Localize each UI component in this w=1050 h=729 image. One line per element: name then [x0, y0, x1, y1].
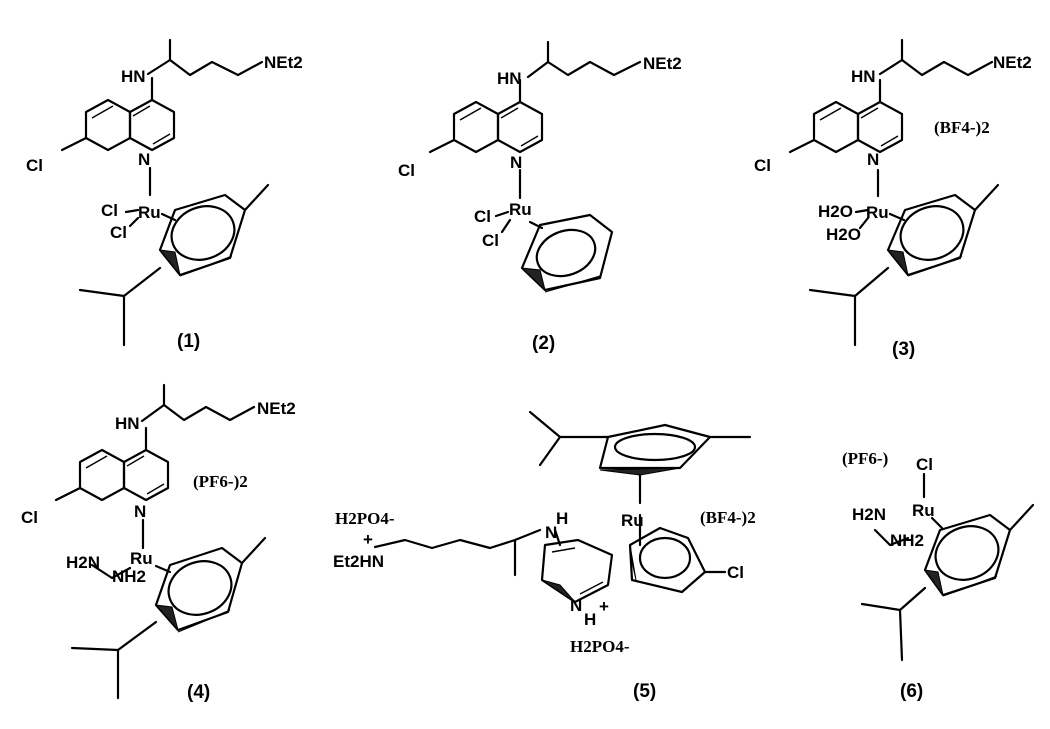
- amine-label: NEt2: [257, 399, 296, 418]
- l-a-label: H2O: [818, 202, 853, 221]
- compound-6: Cl Ru H2N NH2 (PF6-) (6): [842, 449, 1035, 702]
- ru-label: Ru: [509, 200, 532, 219]
- cl-label: Cl: [727, 563, 744, 582]
- compound-label: (3): [892, 339, 915, 360]
- cl-label: Cl: [398, 161, 415, 180]
- ru-label: Ru: [138, 203, 161, 222]
- amine-label: NEt2: [993, 53, 1032, 72]
- amine-label: Et2HN: [333, 552, 384, 571]
- pyridine-h-label: H: [584, 610, 596, 629]
- counterion-label: (PF6-): [842, 449, 888, 468]
- cl-b-label: Cl: [482, 231, 499, 250]
- l-a-label: H2N: [66, 553, 100, 572]
- cl-a-label: Cl: [474, 207, 491, 226]
- compound-label: (4): [187, 682, 210, 703]
- ru-label: Ru: [866, 203, 889, 222]
- hn-label: HN: [851, 67, 876, 86]
- compound-4: HN NEt2 Cl N Ru H2N NH2 (PF6-)2 (4): [21, 383, 296, 703]
- compound-1: HN NEt2 Cl N Ru Cl Cl (1): [26, 38, 303, 352]
- compound-5: Ru H N N H + + Et2HN Cl H2PO4- H2PO4- (B…: [333, 410, 756, 702]
- n-label: N: [138, 150, 150, 169]
- l-b-label: NH2: [112, 567, 146, 586]
- cl-label: Cl: [916, 455, 933, 474]
- pyridine-n-label: N: [570, 596, 582, 615]
- compound-label: (2): [532, 333, 555, 354]
- ring-plus-label: +: [599, 597, 609, 616]
- nh-n-label: N: [545, 523, 557, 542]
- counterion-label: (PF6-)2: [193, 472, 248, 491]
- compound-2: HN NEt2 Cl N Ru Cl Cl (2): [398, 40, 682, 354]
- amine-label: NEt2: [643, 54, 682, 73]
- n-label: N: [867, 150, 879, 169]
- l-b-label: NH2: [890, 531, 924, 550]
- l-a-label: H2N: [852, 505, 886, 524]
- ru-label: Ru: [912, 501, 935, 520]
- ru-label: Ru: [621, 511, 644, 530]
- hn-label: HN: [497, 69, 522, 88]
- l-b-label: H2O: [826, 225, 861, 244]
- cl-label: Cl: [754, 156, 771, 175]
- counterion-label: (BF4-)2: [934, 118, 990, 137]
- counterion-label: (BF4-)2: [700, 508, 756, 527]
- hn-label: HN: [115, 414, 140, 433]
- ru-label: Ru: [130, 549, 153, 568]
- chain-plus-label: +: [363, 530, 373, 549]
- compound-label: (6): [900, 681, 923, 702]
- anion-bottom-label: H2PO4-: [570, 637, 630, 656]
- cl-label: Cl: [26, 156, 43, 175]
- cl-b-label: Cl: [110, 223, 127, 242]
- amine-label: NEt2: [264, 53, 303, 72]
- n-label: N: [510, 153, 522, 172]
- hn-label: HN: [121, 67, 146, 86]
- n-label: N: [134, 502, 146, 521]
- compound-3: HN NEt2 Cl N Ru H2O H2O (BF4-)2 (3): [754, 38, 1032, 360]
- anion-top-label: H2PO4-: [335, 509, 395, 528]
- cl-label: Cl: [21, 508, 38, 527]
- compound-label: (5): [633, 681, 656, 702]
- compound-label: (1): [177, 331, 200, 352]
- nh-h-label: H: [556, 509, 568, 528]
- cl-a-label: Cl: [101, 201, 118, 220]
